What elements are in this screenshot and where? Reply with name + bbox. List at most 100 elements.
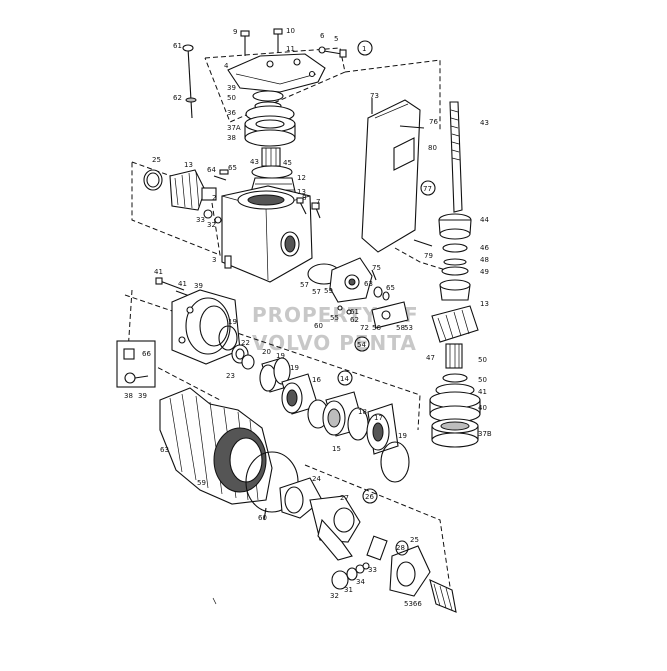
part-label: 43 [250, 158, 259, 166]
part-label: 62 [350, 316, 359, 324]
callout-77: 77 [420, 180, 436, 196]
part-label: 25 [410, 536, 419, 544]
part-label: 2 [212, 194, 216, 202]
part-label: 38 [227, 134, 236, 142]
part-label: 33 [368, 566, 377, 574]
part-label: 28 [396, 544, 405, 552]
part-label: 46 [480, 244, 489, 252]
part-label: 63 [364, 280, 373, 288]
part-label: 33 [196, 216, 205, 224]
part-label: 5 [334, 35, 338, 43]
part-label: 50 [227, 94, 236, 102]
upper-bearing-stack [244, 90, 297, 197]
part-label: 58 [396, 324, 405, 332]
part-label: 50 [478, 376, 487, 384]
part-label: 16 [312, 376, 321, 384]
part-label: 65 [386, 284, 395, 292]
part-label: 13 [480, 300, 489, 308]
part-label: 61 [173, 42, 182, 50]
part-label: 32 [207, 221, 216, 229]
part-label: 15 [332, 445, 341, 453]
top-cover [227, 28, 347, 93]
part-label: 22 [241, 339, 250, 347]
part-label: 57 [300, 281, 309, 289]
part-label: 56 [372, 324, 381, 332]
part-label: 80 [428, 144, 437, 152]
part-label: 59 [324, 287, 333, 295]
reference-number: 5366 [404, 600, 422, 608]
part-label: 79 [424, 252, 433, 260]
part-label: 60 [258, 514, 267, 522]
part-label: 43 [480, 119, 489, 127]
part-label: 19 [290, 364, 299, 372]
svg-text:54: 54 [357, 341, 366, 349]
intermediate-housing [155, 277, 241, 365]
stray-mark [212, 597, 217, 605]
part-label: 36 [227, 109, 236, 117]
part-label: 13 [184, 161, 193, 169]
part-label: 4 [224, 62, 229, 70]
left-gear-boundary [131, 161, 221, 256]
callout-54: 54 [354, 336, 370, 352]
part-label: 53 [404, 324, 413, 332]
part-label: 13 [297, 188, 306, 196]
cover-panel [361, 98, 433, 253]
part-label: 75 [372, 264, 381, 272]
part-label: 73 [370, 92, 379, 100]
part-label: 3 [212, 256, 216, 264]
part-label: 48 [480, 256, 489, 264]
shaft-flange-assembly [307, 257, 409, 329]
part-label: 20 [262, 348, 271, 356]
part-label: 39 [194, 282, 203, 290]
part-label: 65 [228, 164, 237, 172]
part-label: 24 [312, 475, 321, 483]
part-label: 59 [197, 479, 206, 487]
part-label: 41 [178, 280, 187, 288]
part-label: 39 [138, 392, 147, 400]
part-label: 45 [283, 159, 292, 167]
svg-text:77: 77 [423, 185, 432, 193]
part-label: 18 [358, 408, 367, 416]
part-label: 61 [350, 308, 359, 316]
svg-text:26: 26 [365, 493, 374, 501]
part-label: 60 [314, 322, 323, 330]
left-mid-boundary [127, 289, 221, 401]
part-label: 66 [142, 350, 151, 358]
callout-1: 1 [357, 40, 373, 56]
part-label: 41 [478, 388, 487, 396]
lower-right-gear-stack [429, 305, 481, 448]
upper-left-gear [143, 169, 222, 224]
callout-26: 26 [362, 488, 378, 504]
vertical-drive-shaft [438, 101, 472, 301]
part-label: 37B [478, 430, 492, 438]
part-label: 47 [426, 354, 435, 362]
section-boundaries [124, 47, 453, 601]
part-label: 17 [374, 414, 383, 422]
part-label: 50 [478, 356, 487, 364]
top-cover-boundary [204, 47, 346, 123]
part-label: 41 [154, 268, 163, 276]
part-label: 19 [228, 318, 237, 326]
part-label: 38 [124, 392, 133, 400]
part-label: 49 [480, 268, 489, 276]
callout-14: 14 [337, 370, 353, 386]
dipstick [182, 44, 197, 119]
watermark-line-2: VOLVO PENTA [252, 331, 417, 355]
universal-joint [279, 477, 457, 613]
gear-housing [213, 169, 321, 283]
part-label: 62 [173, 94, 182, 102]
circled-callouts: 1 77 54 14 26 [337, 40, 436, 504]
part-label: 25 [152, 156, 161, 164]
part-label: 40 [478, 404, 487, 412]
part-label: 12 [297, 174, 306, 182]
part-label: 7 [316, 198, 320, 206]
bearing-sleeve-stack [231, 344, 410, 483]
rubber-bellows [159, 387, 299, 521]
part-label: 55 [330, 314, 339, 322]
part-label: 19 [398, 432, 407, 440]
part-label: 19 [276, 352, 285, 360]
svg-text:14: 14 [340, 375, 349, 383]
shaft-seal-boundary [394, 247, 453, 273]
